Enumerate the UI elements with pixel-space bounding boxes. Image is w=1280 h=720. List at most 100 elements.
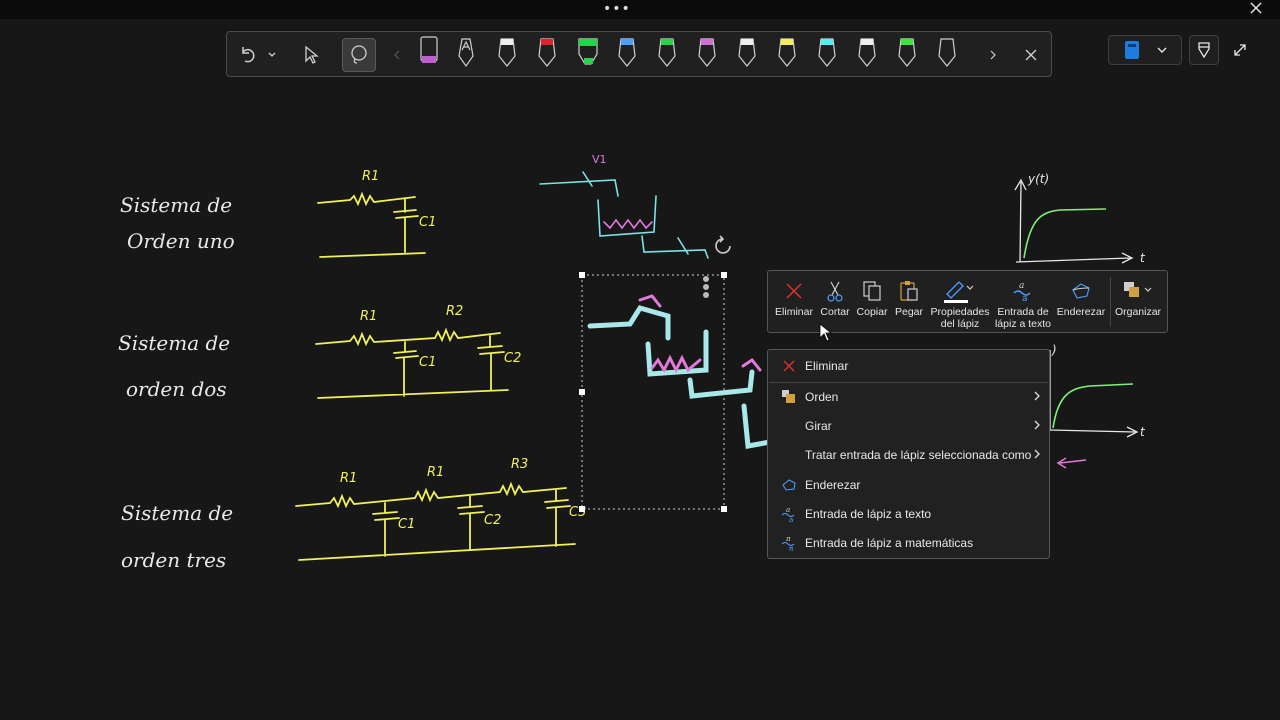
chevron-down-icon xyxy=(1157,47,1167,53)
ctx-rotate-label: Girar xyxy=(805,419,832,433)
ctx-treat-as-label: Tratar entrada de lápiz seleccionada com… xyxy=(805,448,1032,462)
pen-white-icon xyxy=(498,38,516,67)
undo-icon xyxy=(242,47,255,63)
pen-white-3-icon xyxy=(858,38,876,67)
graph2-axes xyxy=(1049,350,1139,438)
ctx-treat-as[interactable]: Tratar entrada de lápiz seleccionada com… xyxy=(768,442,1049,468)
arrange-button[interactable]: Organizar xyxy=(1112,271,1164,332)
sistema1-line1: Sistema de xyxy=(120,193,232,217)
draw-mode-button[interactable] xyxy=(1189,35,1219,65)
graph1-y-label: y(t) xyxy=(1027,172,1049,186)
ink-copy-button[interactable]: Copiar xyxy=(854,271,890,332)
label-c1-a: C1 xyxy=(419,215,436,230)
highlighter-cyan-icon xyxy=(818,38,836,67)
window-close-icon[interactable] xyxy=(1247,0,1265,18)
chevron-left-icon xyxy=(394,50,400,60)
ink-to-text-label-2: lápiz a texto xyxy=(994,318,1052,330)
pen-red-icon xyxy=(538,38,556,67)
pen-blue-icon xyxy=(618,38,636,67)
label-r2-c: R1 xyxy=(427,465,444,480)
label-r1-a: R1 xyxy=(362,169,379,184)
svg-text:a: a xyxy=(789,516,793,523)
ink-to-text-label-1: Entrada de xyxy=(997,306,1049,318)
straighten-icon xyxy=(1072,283,1090,299)
undo-dropdown-button[interactable] xyxy=(265,32,279,78)
graph1-curve xyxy=(1023,208,1107,259)
rotate-handle-icon xyxy=(715,235,731,254)
ink-delete-label: Eliminar xyxy=(775,306,813,318)
pen-pink-icon xyxy=(698,38,716,67)
chevron-down-icon xyxy=(268,52,276,57)
close-toolbar-button[interactable] xyxy=(1021,32,1041,78)
copy-icon xyxy=(863,281,881,301)
pen-properties-button[interactable]: Propiedades del lápiz xyxy=(928,271,992,332)
graph1-axes xyxy=(1014,178,1134,264)
label-r3-c: R3 xyxy=(511,457,528,472)
label-r1-b: R1 xyxy=(360,309,377,324)
ctx-ink-to-text-label: Entrada de lápiz a texto xyxy=(805,507,932,521)
ctx-delete[interactable]: Eliminar xyxy=(768,353,1049,379)
circuit2-ink xyxy=(315,327,509,399)
ink-cut-button[interactable]: Cortar xyxy=(817,271,853,332)
ink-delete-button[interactable]: Eliminar xyxy=(772,271,816,332)
arrange-icon xyxy=(782,390,795,403)
pen-properties-label-2: del lápiz xyxy=(940,318,980,330)
pen-white-2-icon xyxy=(738,38,756,67)
arrange-label: Organizar xyxy=(1114,306,1162,318)
ink-bar-divider xyxy=(1110,277,1111,327)
pen-palette[interactable] xyxy=(415,34,975,76)
pen-purple-icon xyxy=(420,36,438,63)
scroll-left-button[interactable] xyxy=(391,32,403,78)
chevron-right-icon xyxy=(1034,449,1040,459)
svg-text:a: a xyxy=(786,506,790,514)
notebook-icon xyxy=(1125,41,1139,59)
undo-button[interactable] xyxy=(235,32,261,78)
pen-white-a-icon xyxy=(458,38,474,68)
paste-icon xyxy=(900,281,918,301)
straighten-button[interactable]: Enderezar xyxy=(1054,271,1108,332)
delete-x-icon xyxy=(783,360,795,372)
ctx-rotate[interactable]: Girar xyxy=(768,413,1049,439)
label-r2-b: R2 xyxy=(446,304,463,319)
pink-ink-selected xyxy=(638,294,762,374)
pen-properties-label-1: Propiedades xyxy=(930,306,990,318)
ctx-separator xyxy=(769,382,1048,383)
fullscreen-button[interactable] xyxy=(1226,35,1254,65)
ctx-straighten[interactable]: Enderezar xyxy=(768,472,1049,498)
ctx-delete-label: Eliminar xyxy=(805,359,849,373)
svg-text:π: π xyxy=(789,545,794,552)
circuit1-ink xyxy=(317,191,426,258)
chevron-right-icon xyxy=(1034,420,1040,430)
sistema3-line2: orden tres xyxy=(121,548,226,572)
ctx-order[interactable]: Orden xyxy=(768,384,1049,410)
graph2-y-label: ) xyxy=(1051,343,1057,357)
ctx-ink-to-math-label: Entrada de lápiz a matemáticas xyxy=(805,536,974,550)
scroll-right-button[interactable] xyxy=(985,32,1001,78)
select-tool-button[interactable] xyxy=(299,32,323,78)
context-menu: Eliminar Orden Girar Tratar entrada de l… xyxy=(767,349,1050,559)
pen-properties-icon xyxy=(944,281,974,303)
pink-ink-top xyxy=(603,218,653,230)
lasso-select-icon xyxy=(351,45,367,64)
circuit3-ink xyxy=(295,481,576,561)
ink-paste-button[interactable]: Pegar xyxy=(891,271,927,332)
drawing-toolbar xyxy=(226,31,1052,77)
cyan-ink-top xyxy=(539,171,709,259)
chevron-right-icon xyxy=(1034,391,1040,401)
more-options-button[interactable]: ••• xyxy=(603,1,631,17)
scissors-icon xyxy=(827,281,843,302)
notebook-picker-button[interactable] xyxy=(1108,35,1182,65)
graph2-x-label: t xyxy=(1140,425,1146,439)
lasso-select-button[interactable] xyxy=(345,32,373,78)
ink-copy-label: Copiar xyxy=(856,306,888,318)
sistema2-line1: Sistema de xyxy=(118,331,230,355)
ink-to-text-icon: aa xyxy=(1013,281,1031,303)
pen-outline-icon xyxy=(1198,42,1210,59)
cyan-ink-selected xyxy=(587,305,773,449)
expand-icon xyxy=(1234,44,1246,56)
highlighter-green-icon xyxy=(578,38,598,65)
